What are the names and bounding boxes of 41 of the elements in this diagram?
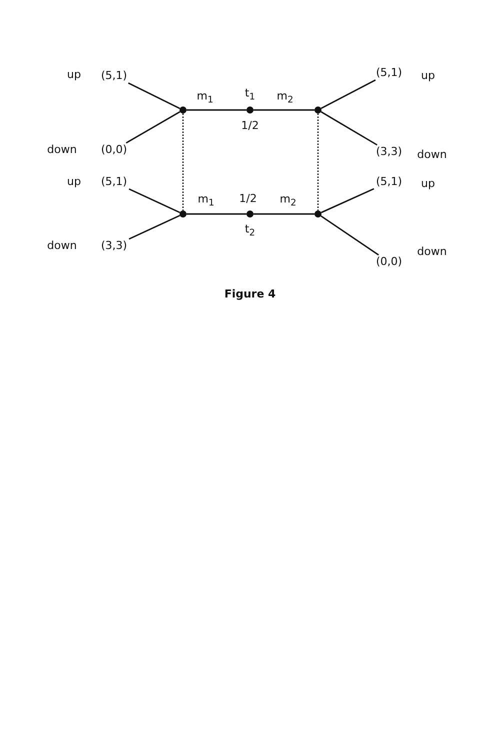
branch-line [320,79,376,109]
branch-line [254,109,314,111]
branch-line [320,111,378,146]
decision-node-dot [314,106,322,114]
node-annotation: 1/2 [241,120,259,132]
figure-caption: Figure 4 [224,288,276,300]
move-label: up [67,176,81,188]
move-label: down [417,246,447,258]
branch-line [128,82,180,110]
branch-line [320,215,379,256]
move-label: up [421,178,435,190]
decision-node-dot [246,106,254,114]
move-label: down [47,240,77,252]
branch-line [128,188,180,214]
branch-line [128,214,180,240]
dotted-line [182,114,184,210]
branch-line [186,213,246,215]
payoff-label: (5,1) [98,68,130,84]
decision-node-dot [314,210,322,218]
payoff-label: (5,1) [374,174,404,190]
payoff-label: (3,3) [374,144,404,160]
payoff-label: (5,1) [98,174,130,190]
move-label: up [421,70,435,82]
branch-line [254,213,314,215]
move-label: down [417,148,447,162]
branch-line [186,109,246,111]
payoff-label: (0,0) [374,254,404,270]
decision-node-dot [180,106,186,114]
node-annotation: 1/2 [239,192,257,206]
dotted-line [317,114,319,210]
branch-line [320,188,374,214]
node-annotation: t$_{2}$ [244,223,256,239]
payoff-label: (0,0) [98,142,130,158]
decision-node-dot [246,210,254,218]
move-label: down [47,144,77,156]
move-label: up [67,68,81,82]
node-annotation: t$_{1}$ [244,87,256,103]
payoff-label: (5,1) [374,66,404,80]
decision-node-dot [180,210,186,218]
payoff-label: (3,3) [98,238,130,254]
branch-line [126,111,180,144]
